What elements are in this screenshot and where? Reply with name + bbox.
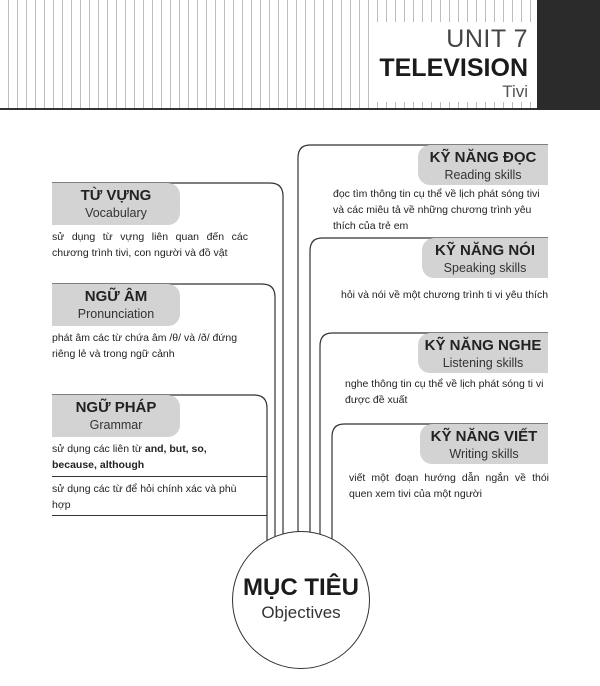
grammar-desc-1: sử dụng các liên từ and, but, so, becaus… (52, 441, 252, 473)
reading-en: Reading skills (444, 168, 522, 182)
writing-desc: viết một đoạn hướng dẫn ngắn về thói que… (349, 472, 549, 500)
grammar-bottom-line (52, 515, 267, 516)
objectives-circle: MỤC TIÊU Objectives (232, 531, 370, 669)
unit-number: UNIT 7 (446, 25, 528, 53)
grammar-en: Grammar (89, 418, 143, 432)
vocabulary-desc: sử dụng từ vựng liên quan đến các chương… (52, 231, 248, 259)
listening-label: KỸ NĂNG NGHE Listening skills (418, 333, 548, 373)
pronunciation-vn: NGỮ ÂM (84, 288, 148, 305)
header-divider (0, 108, 600, 110)
pronunciation-desc: phát âm các từ chứa âm /θ/ và /ð/ đứng r… (52, 332, 238, 360)
speaking-desc: hỏi và nói về một chương trình ti vi yêu… (341, 289, 549, 301)
speaking-vn: KỸ NĂNG NÓI (434, 242, 535, 259)
vocabulary-en: Vocabulary (85, 206, 147, 220)
pronunciation-label: NGỮ ÂM Pronunciation (52, 284, 180, 326)
grammar-desc-2: sử dụng các từ để hỏi chính xác và phù h… (52, 483, 237, 511)
reading-label: KỸ NĂNG ĐỌC Reading skills (418, 145, 548, 185)
writing-label: KỸ NĂNG VIẾT Writing skills (420, 424, 548, 464)
speaking-label: KỸ NĂNG NÓI Speaking skills (422, 238, 548, 278)
vocabulary-vn: TỪ VỰNG (80, 187, 152, 204)
header-dark-tab (537, 0, 600, 110)
grammar-label: NGỮ PHÁP Grammar (52, 395, 180, 437)
listening-en: Listening skills (442, 356, 524, 370)
pronunciation-en: Pronunciation (77, 307, 155, 321)
grammar-vn: NGỮ PHÁP (75, 399, 157, 416)
grammar-desc-1-text: sử dụng các liên từ (52, 443, 145, 455)
objectives-vn: MỤC TIÊU (243, 574, 359, 601)
listening-desc: nghe thông tin cụ thể về lịch phát sóng … (345, 378, 544, 406)
unit-title: TELEVISION (379, 54, 528, 82)
grammar-conjunctions: and, but, so, because, although (52, 443, 207, 471)
listening-vn: KỸ NĂNG NGHE (424, 337, 542, 354)
reading-vn: KỸ NĂNG ĐỌC (429, 149, 537, 166)
vocabulary-label: TỪ VỰNG Vocabulary (52, 183, 180, 225)
speaking-en: Speaking skills (443, 261, 527, 275)
objectives-en: Objectives (261, 603, 341, 622)
writing-vn: KỸ NĂNG VIẾT (430, 428, 538, 445)
unit-heading: UNIT 7 TELEVISION Tivi (369, 22, 534, 102)
writing-en: Writing skills (449, 447, 519, 461)
grammar-separator (52, 476, 267, 477)
reading-desc: đọc tìm thông tin cụ thể về lịch phát só… (333, 188, 540, 232)
unit-subtitle: Tivi (502, 82, 528, 101)
